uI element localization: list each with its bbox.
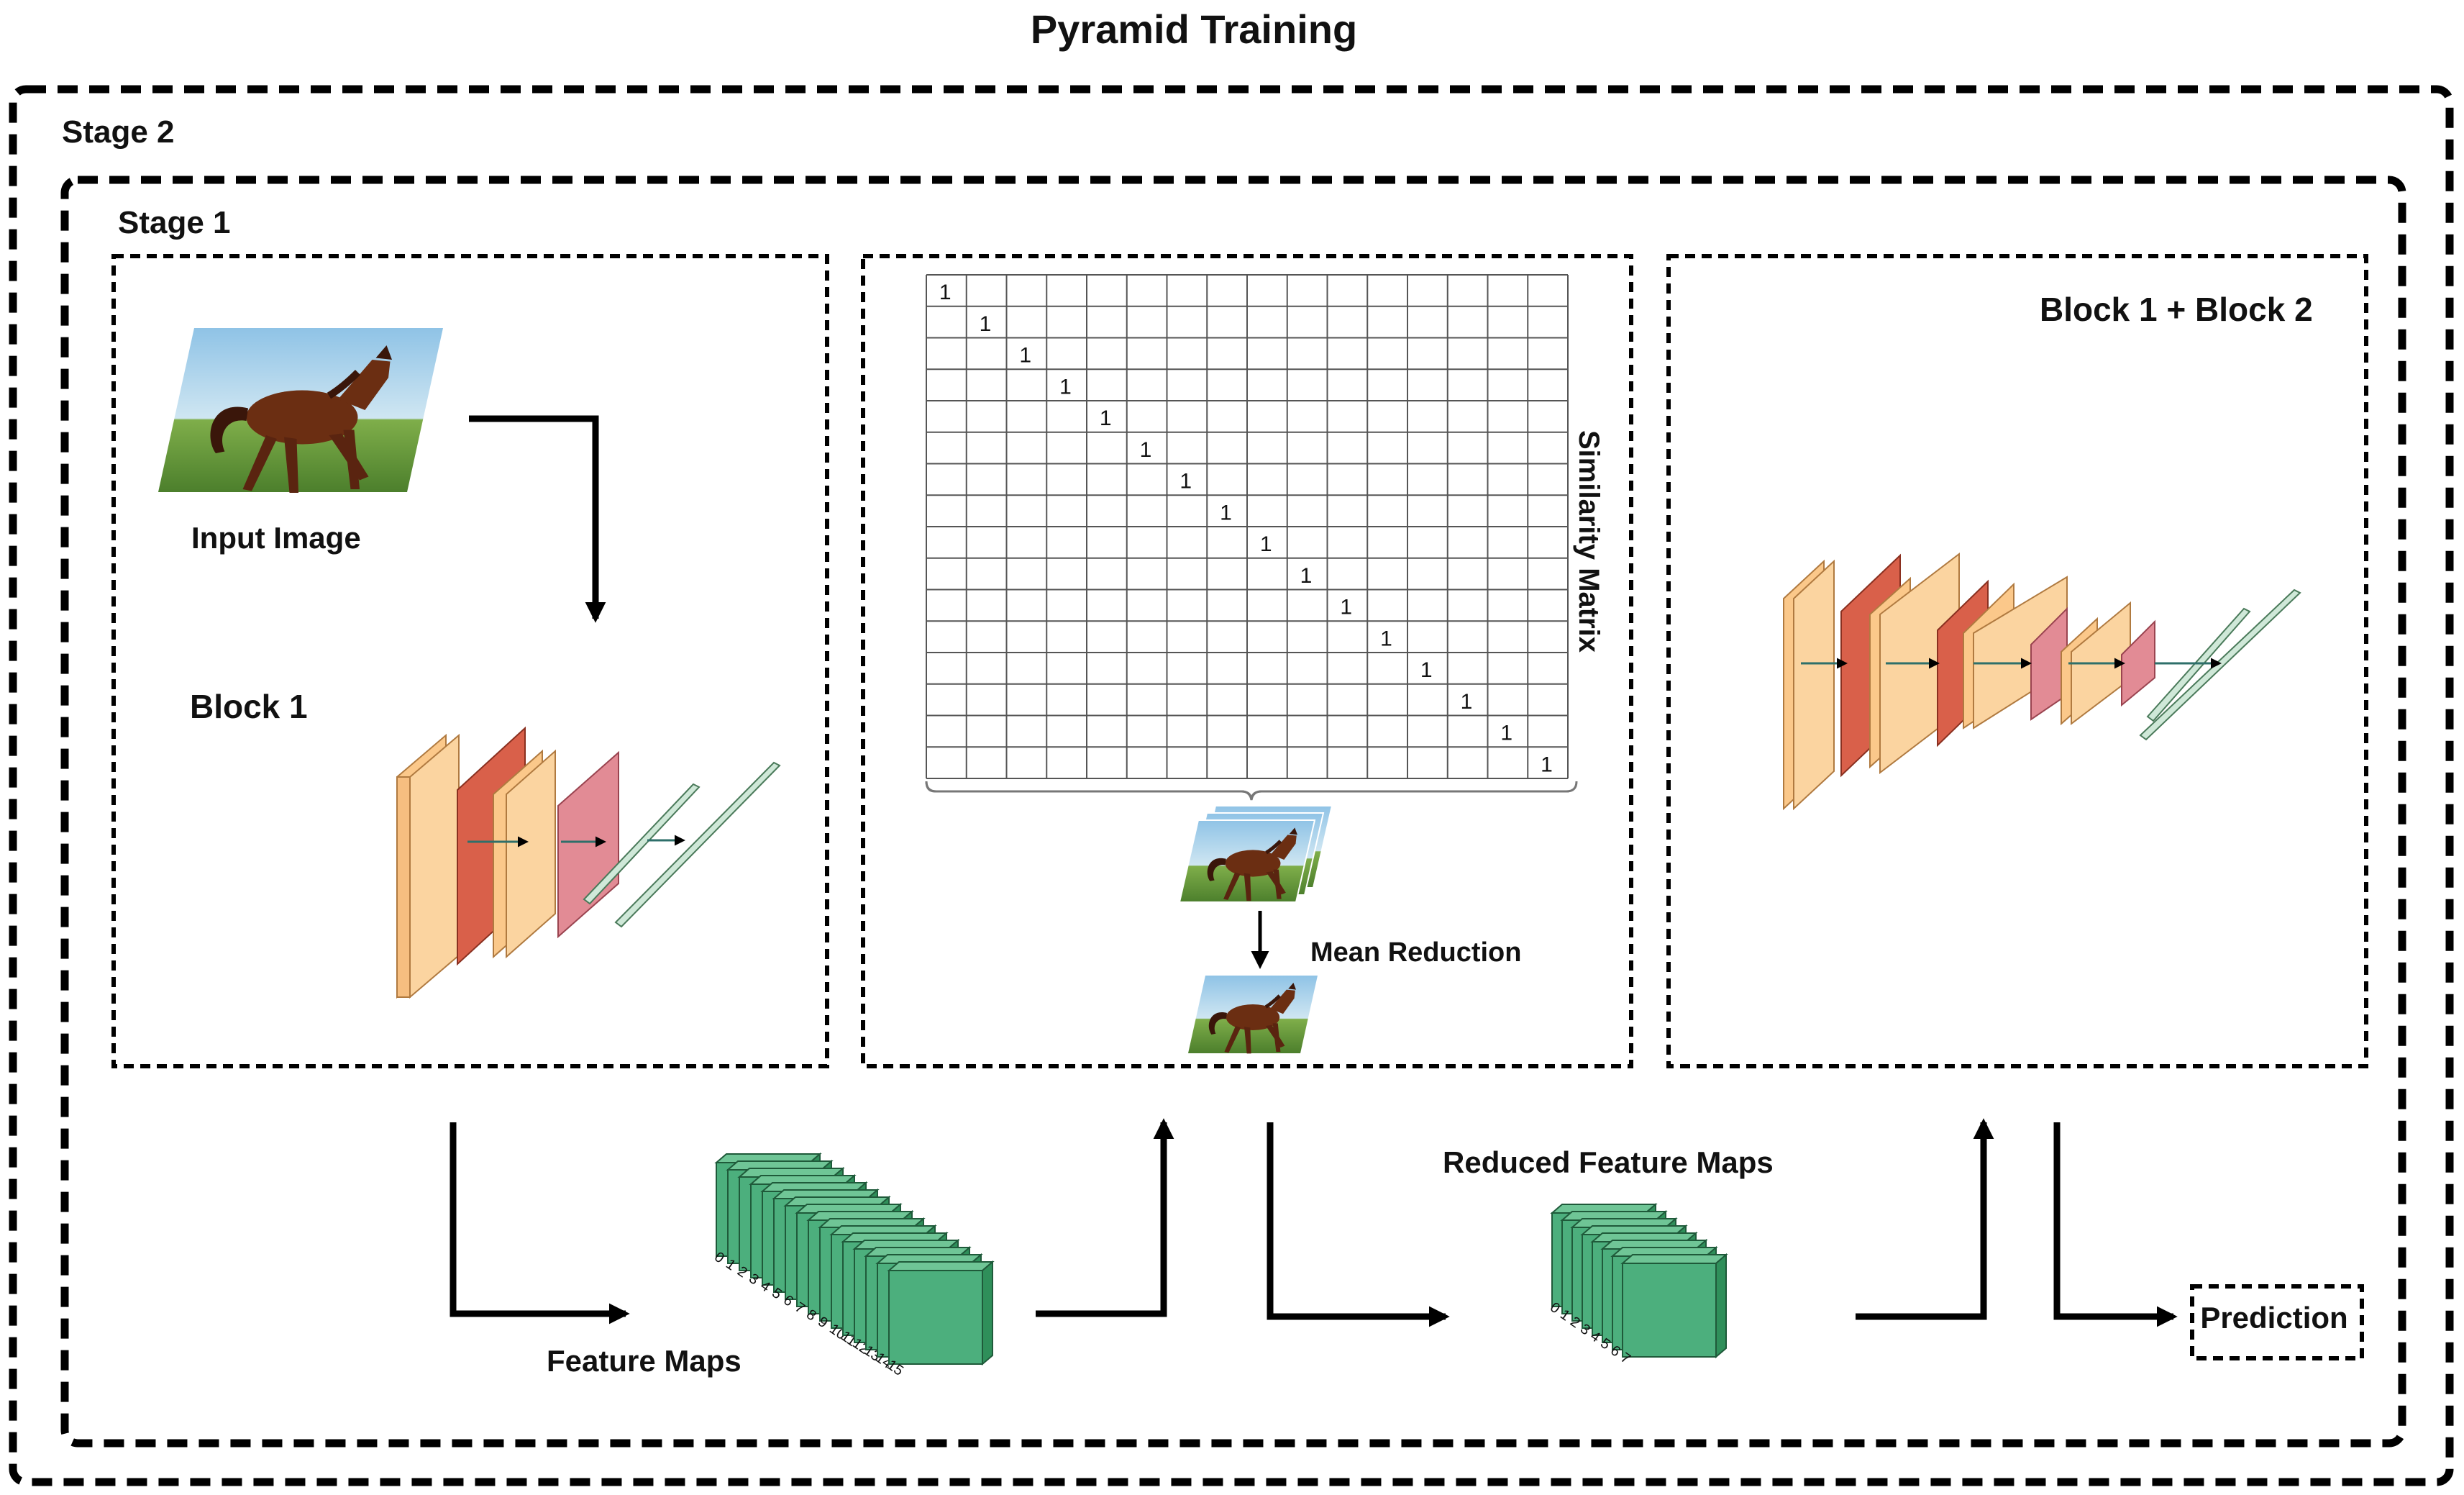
horse-reduced-icon — [1188, 976, 1318, 1053]
matrix-diagonal-value: 1 — [1100, 406, 1112, 430]
feature-map-index: 4 — [757, 1278, 773, 1295]
feature-map-index: 2 — [734, 1263, 750, 1281]
feature-map-index: 0 — [711, 1249, 727, 1266]
feature-map-side — [982, 1260, 993, 1366]
stage1-label: Stage 1 — [118, 205, 231, 240]
block1-to-feature-maps-arrow — [450, 1122, 630, 1324]
block1-label: Block 1 — [190, 688, 308, 725]
prediction-box: Prediction — [2190, 1284, 2364, 1360]
reduced-feature-maps-label: Reduced Feature Maps — [1443, 1145, 1774, 1179]
matrix-to-reduced-arrow — [1267, 1122, 1450, 1327]
matrix-diagonal-value: 1 — [1461, 690, 1473, 714]
similarity-matrix-label: Similarity Matrix — [1573, 430, 1605, 653]
matrix-diagonal-value: 1 — [1380, 627, 1392, 650]
feature-map-side — [1715, 1253, 1727, 1359]
matrix-diagonal-value: 1 — [1420, 658, 1433, 682]
matrix-diagonal-value: 1 — [1220, 501, 1232, 524]
matrix-diagonal-value: 1 — [1541, 753, 1553, 776]
feature-map-index: 8 — [803, 1307, 819, 1324]
matrix-diagonal-value: 1 — [1500, 722, 1512, 745]
left-panel: Input Image Block 1 — [111, 254, 829, 1068]
feature-map-index: 7 — [792, 1299, 808, 1317]
feature-map-index: 3 — [746, 1271, 762, 1288]
matrix-diagonal-value: 1 — [980, 312, 992, 336]
input-image-label: Input Image — [191, 521, 361, 555]
feature-map — [1622, 1263, 1717, 1358]
mean-reduction-label: Mean Reduction — [1310, 937, 1521, 968]
feature-map-index: 7 — [1617, 1350, 1633, 1367]
stage2-frame — [9, 85, 2454, 1486]
diagram-title: Pyramid Training — [1031, 6, 1357, 52]
right-panel: Block 1 + Block 2 — [1666, 254, 2368, 1068]
horse-stack-icon — [1178, 805, 1333, 903]
block1-plus-block2-label: Block 1 + Block 2 — [2040, 291, 2313, 328]
similarity-matrix: 1 1 1 1 1 1 1 1 1 1 1 1 1 1 1 1 — [926, 274, 1569, 779]
middle-panel: 1 1 1 1 1 1 1 1 1 1 1 1 1 1 1 1 Similarity Matrix Mean … — [861, 254, 1633, 1068]
feature-map-index: 6 — [780, 1292, 796, 1309]
prediction-label: Prediction — [2200, 1301, 2347, 1335]
matrix-diagonal-value: 1 — [1179, 470, 1192, 494]
reduced-to-block2-arrow — [1856, 1118, 1994, 1320]
feature-map — [888, 1270, 983, 1365]
matrix-diagonal-value: 1 — [1059, 375, 1072, 399]
feature-maps-to-matrix-arrow — [1036, 1118, 1174, 1317]
matrix-diagonal-value: 1 — [1140, 438, 1152, 462]
feature-map-top — [887, 1261, 995, 1271]
matrix-diagonal-value: 1 — [1019, 344, 1031, 368]
stage2-label: Stage 2 — [62, 114, 175, 150]
block1-network — [396, 726, 781, 999]
matrix-diagonal-value: 1 — [1340, 596, 1352, 619]
horse-photo-icon — [158, 328, 443, 493]
middle-panel-frame — [861, 254, 1633, 1068]
left-panel-frame — [111, 254, 829, 1068]
feature-map-index: 1 — [723, 1256, 739, 1273]
matrix-diagonal-value: 1 — [939, 281, 952, 304]
feature-map-index: 9 — [815, 1314, 831, 1331]
stage1-frame — [60, 176, 2406, 1448]
right-panel-frame — [1666, 254, 2368, 1068]
block2-to-prediction-arrow — [2053, 1122, 2178, 1327]
block1-plus-block2-network — [1783, 552, 2301, 811]
matrix-diagonal-value: 1 — [1300, 564, 1313, 588]
feature-map-index: 5 — [769, 1285, 785, 1302]
matrix-diagonal-value: 1 — [1260, 532, 1272, 556]
feature-map-top — [1620, 1254, 1728, 1264]
input-to-block-arrow — [469, 415, 606, 623]
feature-maps-label: Feature Maps — [547, 1344, 742, 1378]
